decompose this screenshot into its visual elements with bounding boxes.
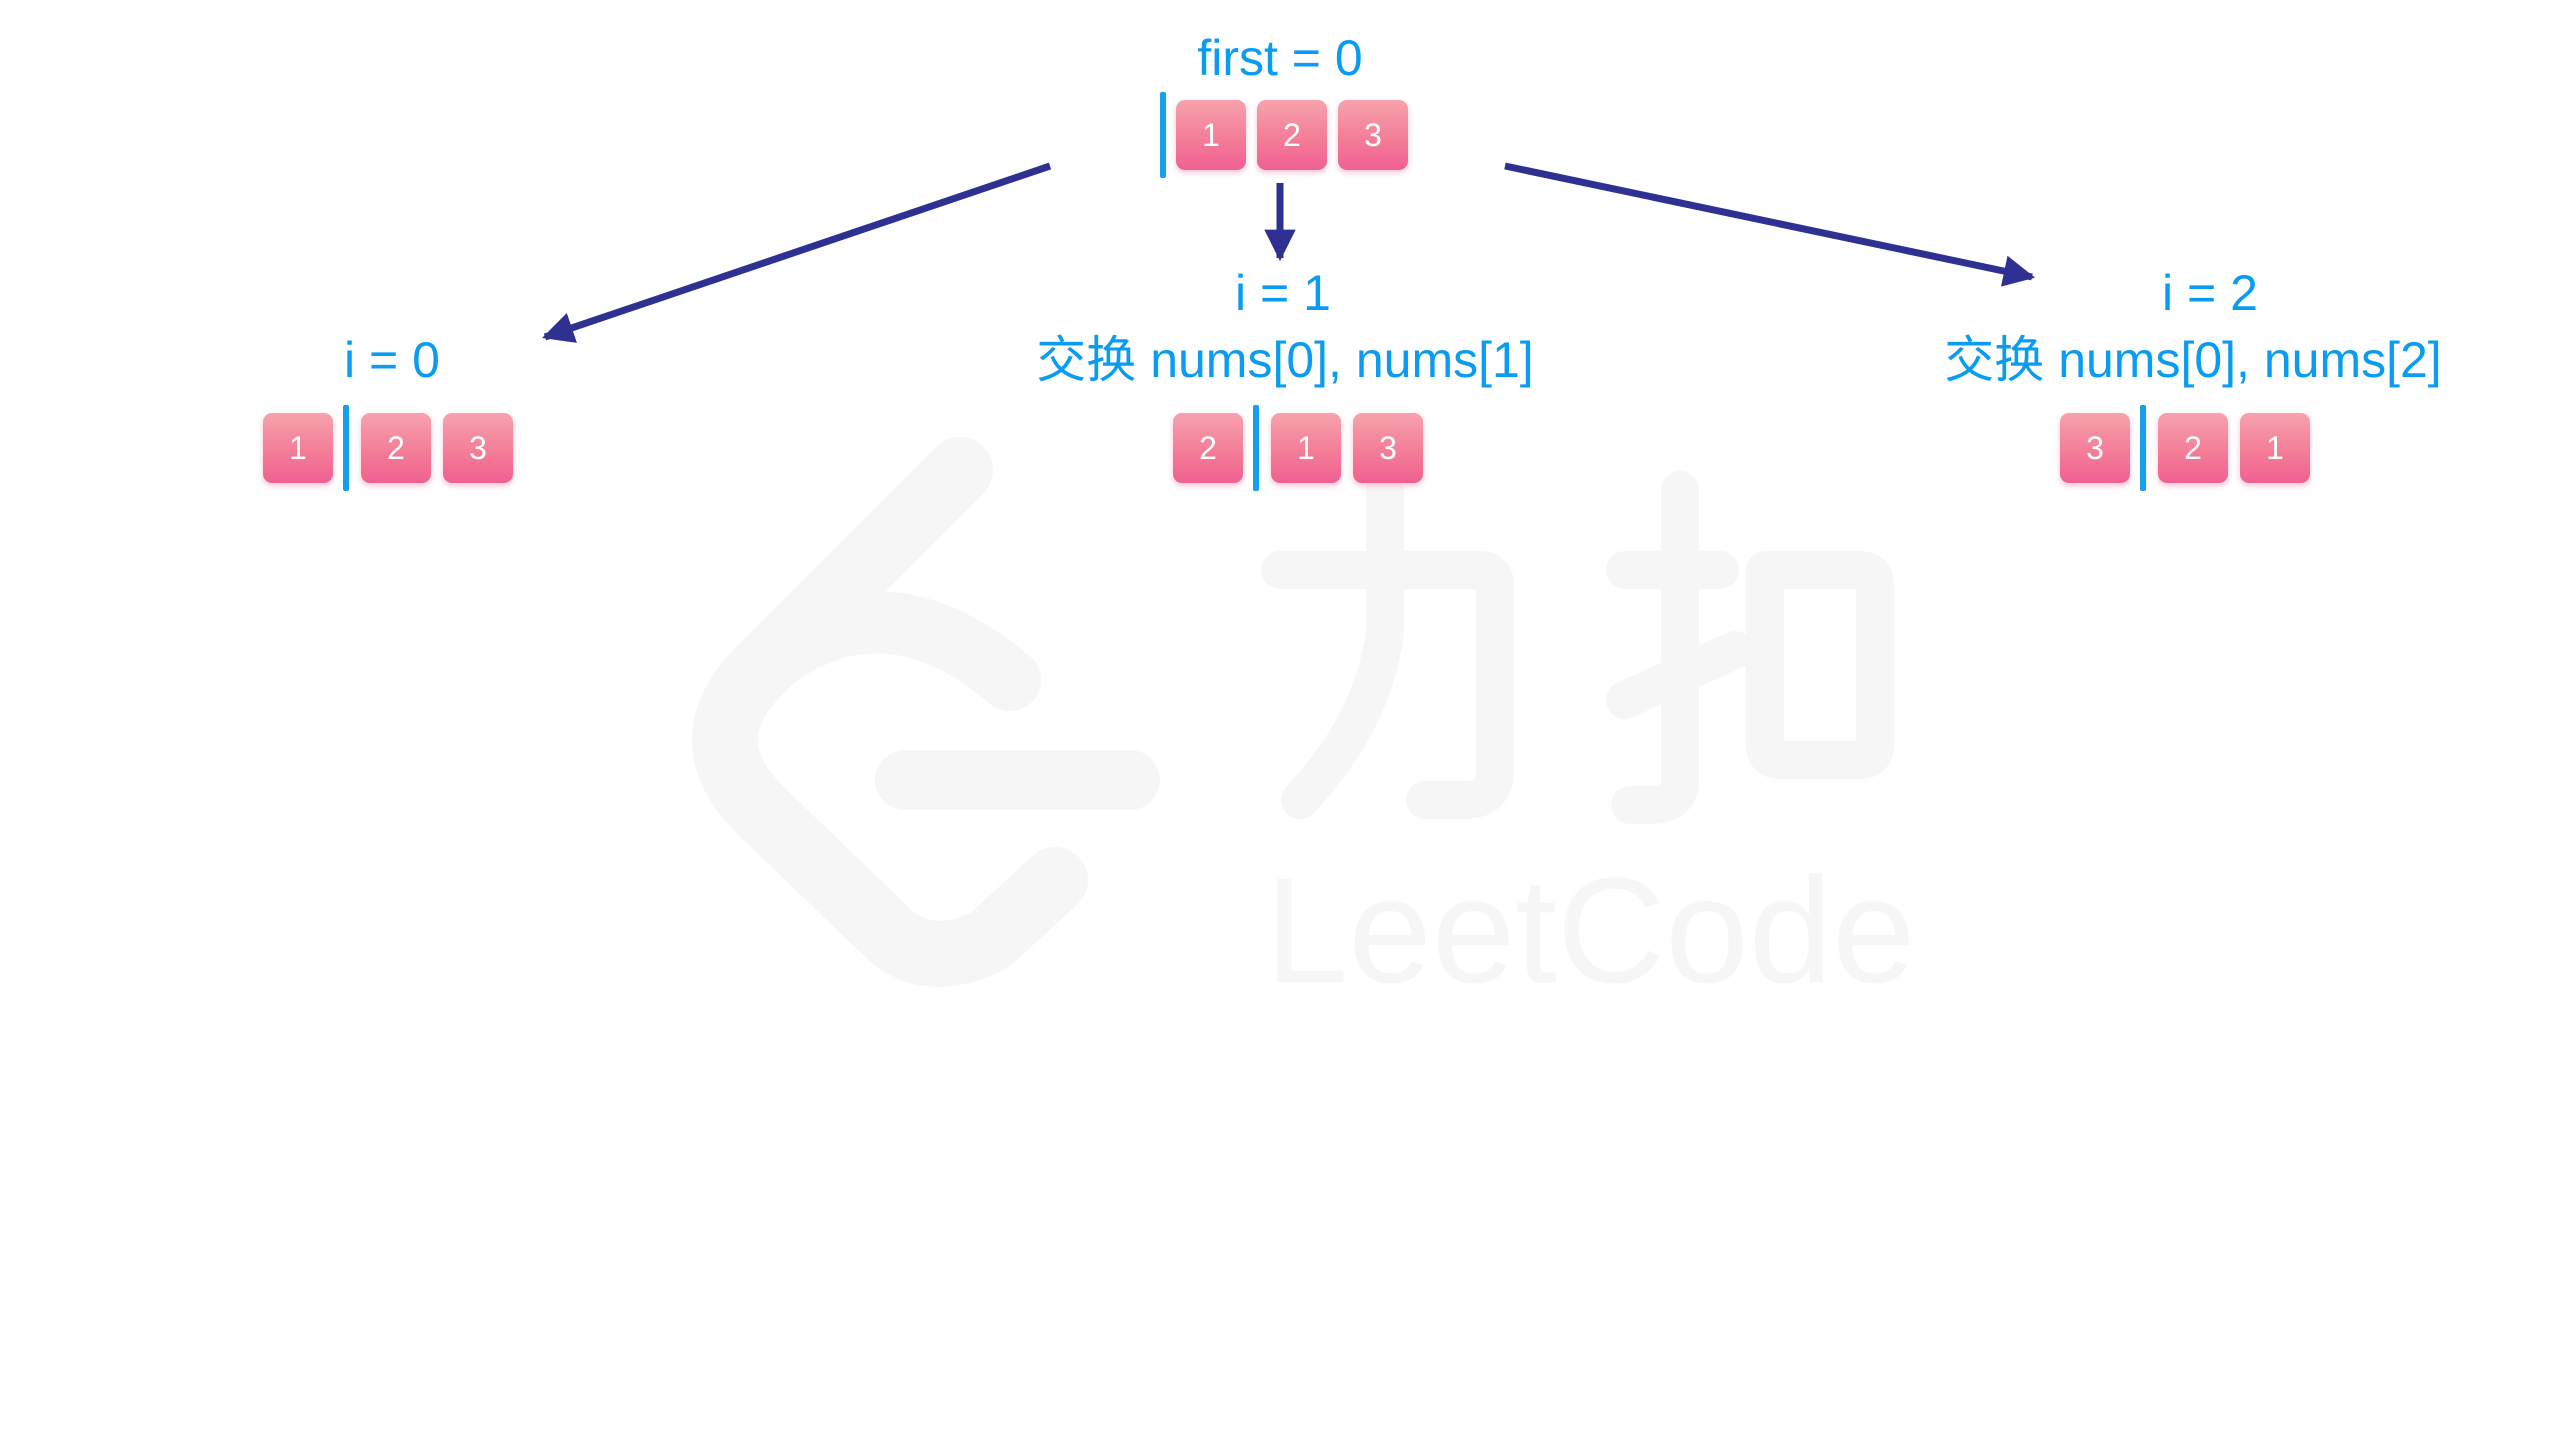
watermark-brand-en: LeetCode <box>1265 846 1916 1014</box>
child-2-divider <box>2140 405 2146 491</box>
child-2-swap-label: 交换 nums[0], nums[2] <box>1944 332 2442 388</box>
root-cell-2: 3 <box>1338 100 1408 170</box>
root-array: 1 2 3 <box>1160 92 1410 178</box>
child-1-label: i = 1 <box>1235 265 1331 321</box>
child-1-divider <box>1253 405 1259 491</box>
child-0-cell-2: 3 <box>443 413 513 483</box>
child-1-array: 2 1 3 <box>1173 405 1433 491</box>
child-1-cell-0: 2 <box>1173 413 1243 483</box>
leetcode-logo-icon <box>692 437 1160 987</box>
child-1-cell-1: 1 <box>1271 413 1341 483</box>
child-1-swap-label: 交换 nums[0], nums[1] <box>1036 332 1534 388</box>
edge-to-i2 <box>1504 162 2036 287</box>
child-0-array: 1 2 3 <box>263 405 523 491</box>
child-0-cell-1: 2 <box>361 413 431 483</box>
root-cell-1: 2 <box>1257 100 1327 170</box>
root-label: first = 0 <box>1197 30 1363 86</box>
child-0-cell-0: 1 <box>263 413 333 483</box>
root-cell-0: 1 <box>1176 100 1246 170</box>
child-2-cell-1: 2 <box>2158 413 2228 483</box>
child-2-cell-0: 3 <box>2060 413 2130 483</box>
root-divider <box>1160 92 1166 178</box>
child-2-label: i = 2 <box>2162 265 2258 321</box>
child-2-cell-2: 1 <box>2240 413 2310 483</box>
child-0-divider <box>343 405 349 491</box>
child-2-array: 3 2 1 <box>2060 405 2320 491</box>
watermark-brand-cn <box>1261 471 1894 824</box>
child-0-label: i = 0 <box>344 332 440 388</box>
child-1-cell-2: 3 <box>1353 413 1423 483</box>
edge-to-i0 <box>542 162 1052 343</box>
